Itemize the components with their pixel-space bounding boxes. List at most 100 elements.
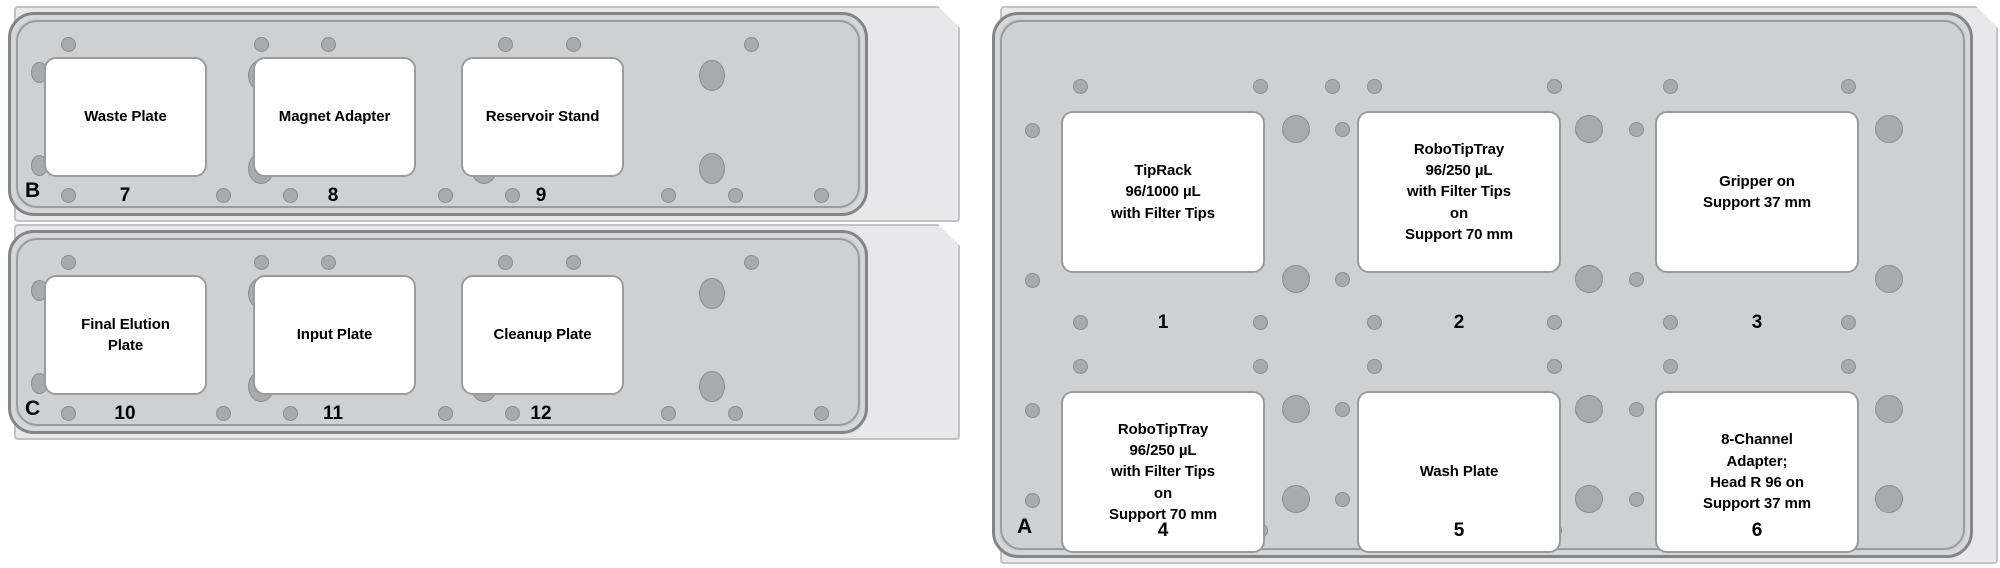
labware-tile-8[interactable]: Magnet Adapter	[253, 57, 416, 177]
peg-small	[1025, 403, 1040, 418]
peg-small	[1025, 273, 1040, 288]
peg-small	[216, 406, 231, 421]
deck-letter-a: A	[1017, 515, 1033, 538]
peg-small	[1367, 315, 1382, 330]
peg-small	[1335, 402, 1350, 417]
peg-large-round	[1282, 485, 1310, 513]
labware-tile-12[interactable]: Cleanup Plate	[461, 275, 624, 395]
position-number-12: 12	[530, 403, 552, 424]
position-number-10: 10	[114, 403, 136, 424]
peg-small	[1325, 79, 1340, 94]
peg-large-round	[1875, 265, 1903, 293]
peg-small	[1629, 272, 1644, 287]
peg-small	[728, 406, 743, 421]
peg-large-round	[1282, 265, 1310, 293]
labware-label-3: Gripper on Support 37 mm	[1703, 172, 1811, 211]
peg-large-round	[1575, 115, 1603, 143]
peg-small	[498, 37, 513, 52]
peg-small	[744, 37, 759, 52]
peg-small	[438, 406, 453, 421]
labware-label-8: Magnet Adapter	[278, 108, 391, 126]
labware-tile-2[interactable]: RoboTipTray 96/250 µL with Filter Tips o…	[1357, 111, 1561, 273]
labware-label-10: Final Elution Plate	[81, 315, 170, 354]
peg-small	[1547, 79, 1562, 94]
peg-small	[61, 255, 76, 270]
peg-large-round	[1575, 265, 1603, 293]
position-number-3: 3	[1751, 312, 1763, 333]
peg-small	[1663, 79, 1678, 94]
peg-small	[1547, 359, 1562, 374]
peg-small	[1629, 492, 1644, 507]
peg-small	[566, 255, 581, 270]
position-number-4: 4	[1157, 520, 1169, 541]
deck-c-body[interactable]: Final Elution Plate Input Plate Cleanup …	[8, 230, 868, 434]
position-number-1: 1	[1157, 312, 1169, 333]
position-number-11: 11	[322, 403, 344, 424]
labware-tile-9[interactable]: Reservoir Stand	[461, 57, 624, 177]
deck-a-body[interactable]: TipRack 96/1000 µL with Filter Tips Robo…	[992, 12, 1973, 558]
peg-small	[744, 255, 759, 270]
peg-small	[661, 406, 676, 421]
deck-letter-b: B	[25, 179, 41, 202]
peg-small	[1025, 123, 1040, 138]
peg-small	[661, 188, 676, 203]
peg-large	[699, 153, 725, 184]
peg-small	[321, 255, 336, 270]
peg-small	[1335, 122, 1350, 137]
peg-small	[1073, 359, 1088, 374]
peg-small	[61, 188, 76, 203]
peg-small	[566, 37, 581, 52]
peg-small	[1841, 359, 1856, 374]
labware-tile-4[interactable]: RoboTipTray 96/250 µL with Filter Tips o…	[1061, 391, 1265, 553]
position-number-6: 6	[1751, 520, 1763, 541]
labware-label-2: RoboTipTray 96/250 µL with Filter Tips o…	[1405, 140, 1513, 243]
peg-small	[1253, 359, 1268, 374]
peg-large-round	[1875, 395, 1903, 423]
peg-small	[505, 188, 520, 203]
labware-label-12: Cleanup Plate	[493, 326, 592, 344]
peg-small	[1663, 359, 1678, 374]
peg-small	[1547, 315, 1562, 330]
labware-tile-5[interactable]: Wash Plate	[1357, 391, 1561, 553]
labware-label-11: Input Plate	[296, 326, 373, 344]
peg-small	[1073, 79, 1088, 94]
position-number-5: 5	[1453, 520, 1465, 541]
peg-small	[1253, 315, 1268, 330]
labware-tile-3[interactable]: Gripper on Support 37 mm	[1655, 111, 1859, 273]
peg-small	[1663, 315, 1678, 330]
peg-large-round	[1875, 485, 1903, 513]
labware-tile-11[interactable]: Input Plate	[253, 275, 416, 395]
labware-tile-10[interactable]: Final Elution Plate	[44, 275, 207, 395]
peg-small	[1841, 315, 1856, 330]
peg-small	[814, 406, 829, 421]
peg-large-round	[1575, 485, 1603, 513]
peg-small	[1335, 272, 1350, 287]
position-number-2: 2	[1453, 312, 1465, 333]
peg-small	[1367, 79, 1382, 94]
peg-large-round	[1282, 395, 1310, 423]
deck-b-body[interactable]: Waste Plate Magnet Adapter Reservoir Sta…	[8, 12, 868, 216]
position-number-7: 7	[119, 185, 131, 206]
peg-small	[1367, 359, 1382, 374]
labware-label-5: Wash Plate	[1419, 463, 1499, 481]
peg-small	[61, 37, 76, 52]
peg-large	[699, 60, 725, 91]
peg-small	[438, 188, 453, 203]
peg-small	[498, 255, 513, 270]
labware-tile-1[interactable]: TipRack 96/1000 µL with Filter Tips	[1061, 111, 1265, 273]
labware-label-4: RoboTipTray 96/250 µL with Filter Tips o…	[1109, 420, 1217, 523]
peg-small	[283, 188, 298, 203]
peg-small	[1073, 315, 1088, 330]
peg-large	[699, 278, 725, 309]
labware-tile-7[interactable]: Waste Plate	[44, 57, 207, 177]
peg-small	[1253, 79, 1268, 94]
labware-tile-6[interactable]: 8-Channel Adapter; Head R 96 on Support …	[1655, 391, 1859, 553]
peg-small	[1335, 492, 1350, 507]
deck-letter-c: C	[25, 397, 41, 420]
position-number-8: 8	[327, 185, 339, 206]
labware-label-1: TipRack 96/1000 µL with Filter Tips	[1111, 162, 1215, 222]
peg-small	[728, 188, 743, 203]
peg-small	[61, 406, 76, 421]
peg-large	[699, 371, 725, 402]
peg-small	[505, 406, 520, 421]
